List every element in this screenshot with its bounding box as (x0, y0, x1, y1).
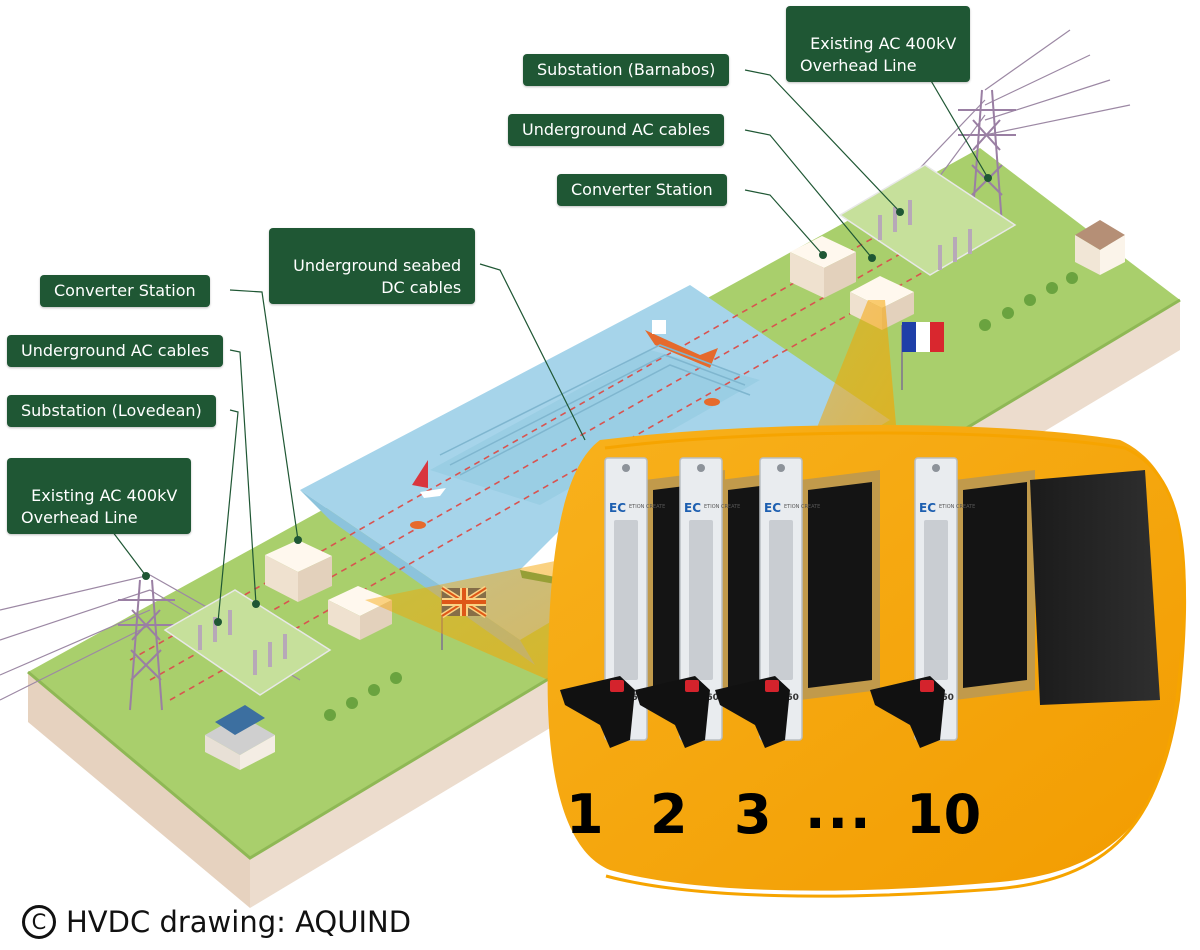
card-logo-text: ETION CREATE (629, 504, 665, 510)
card-number-10: 10 (906, 783, 982, 846)
credit-line: C HVDC drawing: AQUIND (22, 900, 411, 944)
card-window (769, 520, 793, 680)
callout-fr-substation: Substation (Barnabos) (523, 54, 730, 86)
callout-seabed-cables: Underground seabed DC cables (269, 228, 476, 304)
card-window (614, 520, 638, 680)
card-ejector-handle (870, 676, 945, 748)
pylon-fr (958, 89, 1016, 226)
france-flag-icon (901, 322, 944, 390)
callout-uk-substation: Substation (Lovedean) (7, 395, 216, 427)
card-number-1: 1 (566, 783, 604, 846)
callout-text: Existing AC 400kV Overhead Line (800, 34, 957, 75)
card-heatsink (1030, 470, 1160, 705)
card-ejector-handle (635, 676, 710, 748)
callout-text: Underground AC cables (522, 120, 711, 139)
sea-waves (439, 344, 751, 476)
callout-fr-ac-cables: Underground AC cables (508, 114, 725, 146)
cable-line (169, 239, 981, 701)
terrain-side-left (28, 672, 250, 908)
callout-fr-overhead-line: Existing AC 400kV Overhead Line (786, 6, 971, 82)
cargo-ship-icon (645, 320, 718, 368)
card-ejector-handle (715, 676, 790, 748)
house-fr (1075, 220, 1125, 275)
callout-text: Underground AC cables (21, 341, 210, 360)
card-logo: EC (684, 501, 701, 515)
callout-fr-converter: Converter Station (557, 174, 727, 206)
card-logo: EC (919, 501, 936, 515)
card-ejector-latch (685, 680, 699, 692)
card-circuit (808, 482, 872, 688)
callout-text: Existing AC 400kV Overhead Line (21, 486, 178, 527)
converter-uk-1 (265, 536, 332, 602)
card-logo: EC (764, 501, 781, 515)
callout-uk-converter: Converter Station (40, 275, 210, 307)
card-number-3: 3 (734, 783, 772, 846)
pylon-uk (118, 572, 175, 711)
card-number-2: 2 (650, 783, 688, 846)
card-circuit (963, 482, 1027, 688)
card-window (689, 520, 713, 680)
callout-text: Converter Station (571, 180, 713, 199)
card-logo: EC (609, 501, 626, 515)
card-number-ellipsis: ... (805, 778, 873, 841)
converter-uk-2 (328, 586, 392, 640)
card-ejector-handle (560, 676, 635, 748)
card-logo-text: ETION CREATE (784, 504, 820, 510)
cable-line (149, 219, 961, 681)
card-screw (697, 464, 705, 472)
callout-text: Underground seabed DC cables (293, 256, 462, 297)
trees-uk (324, 672, 402, 721)
trees-fr (979, 272, 1078, 331)
callout-text: Substation (Barnabos) (537, 60, 716, 79)
card-logo-text: ETION CREATE (704, 504, 740, 510)
card-screw (622, 464, 630, 472)
card-ejector-latch (610, 680, 624, 692)
callout-uk-overhead-line: Existing AC 400kV Overhead Line (7, 458, 192, 534)
callout-uk-ac-cables: Underground AC cables (7, 335, 224, 367)
card-ejector-latch (920, 680, 934, 692)
card-screw (932, 464, 940, 472)
card-logo-text: ETION CREATE (939, 504, 975, 510)
card-window (924, 520, 948, 680)
callout-leaders (99, 61, 989, 623)
card-ejector-latch (765, 680, 779, 692)
copyright-icon: C (22, 905, 56, 939)
house-uk (205, 705, 275, 770)
card-screw (777, 464, 785, 472)
callout-text: Converter Station (54, 281, 196, 300)
callout-text: Substation (Lovedean) (21, 401, 202, 420)
credit-text: HVDC drawing: AQUIND (66, 905, 412, 939)
sailboat-icon (412, 460, 446, 498)
